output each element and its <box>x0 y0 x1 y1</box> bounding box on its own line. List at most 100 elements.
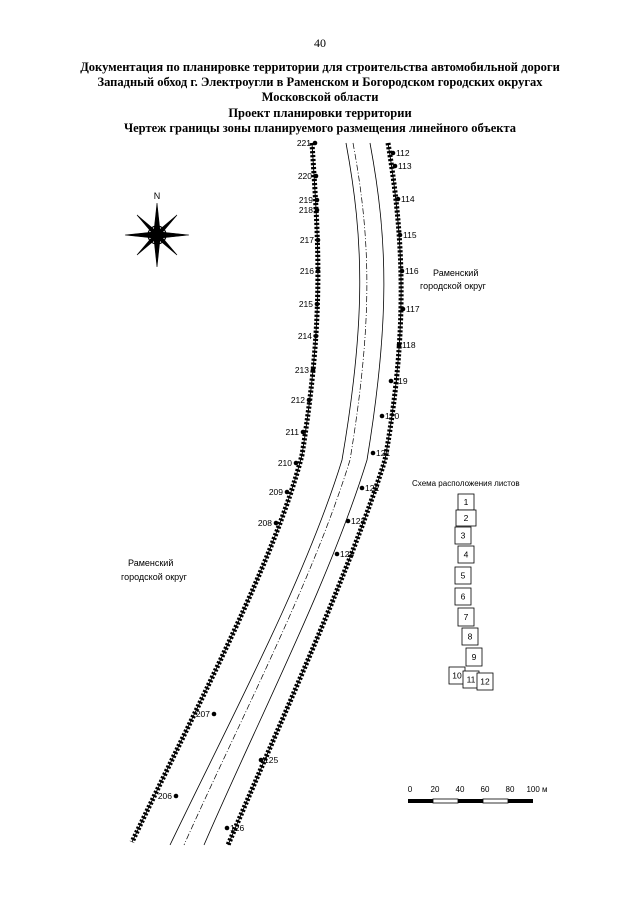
district-label-west-2: городской округ <box>121 572 188 582</box>
sheet-label-5: 5 <box>461 571 466 581</box>
boundary-point-marker <box>273 520 279 526</box>
point-label-118: 118 <box>402 340 416 350</box>
point-label-213: 213 <box>295 365 309 375</box>
right-boundary-line <box>225 142 404 846</box>
point-label-125: 125 <box>264 755 278 765</box>
left-boundary-line-core <box>131 142 319 843</box>
sheet-label-3: 3 <box>461 531 466 541</box>
boundary-point-marker <box>396 342 402 348</box>
boundary-point-marker <box>312 140 318 146</box>
district-label-east-1: Раменский <box>433 268 478 278</box>
sheet-box-5 <box>454 566 472 585</box>
boundary-point-marker <box>314 301 320 307</box>
boundary-point-marker <box>310 367 316 373</box>
boundary-point-marker <box>313 173 319 179</box>
boundary-point-marker <box>390 150 396 156</box>
left-boundary-line <box>129 142 321 844</box>
point-label-115: 115 <box>403 230 417 240</box>
road-line-2 <box>183 142 368 846</box>
point-label-207: 207 <box>196 709 210 719</box>
point-label-126: 126 <box>230 823 244 833</box>
boundary-point-marker <box>314 207 320 213</box>
point-label-121: 121 <box>376 448 390 458</box>
compass-rose-icon: N <box>124 191 190 268</box>
scale-label-20: 20 <box>431 785 440 794</box>
sheet-label-4: 4 <box>464 550 469 560</box>
boundary-point-marker <box>258 757 264 763</box>
point-label-215: 215 <box>299 299 313 309</box>
point-label-221: 221 <box>297 138 311 148</box>
sheet-label-6: 6 <box>461 592 466 602</box>
sheet-box-2 <box>455 509 477 527</box>
point-label-123: 123 <box>351 516 365 526</box>
point-label-112: 112 <box>396 148 410 158</box>
sheet-label-9: 9 <box>472 652 477 662</box>
boundary-point-marker <box>334 551 340 557</box>
boundary-point-marker <box>379 413 385 419</box>
right-boundary-line-core <box>227 142 402 846</box>
point-label-209: 209 <box>269 487 283 497</box>
point-label-119: 119 <box>394 376 408 386</box>
sheet-label-2: 2 <box>464 513 469 523</box>
sheet-box-9 <box>465 647 483 667</box>
boundary-point-marker <box>211 711 217 717</box>
point-label-113: 113 <box>398 161 412 171</box>
point-label-219: 219 <box>299 195 313 205</box>
point-label-220: 220 <box>298 171 312 181</box>
boundary-point-marker <box>370 450 376 456</box>
sheet-label-11: 11 <box>467 675 476 685</box>
point-label-122: 122 <box>365 483 379 493</box>
boundary-point-marker <box>173 793 179 799</box>
boundary-point-marker <box>397 232 403 238</box>
point-label-216: 216 <box>300 266 314 276</box>
point-label-214: 214 <box>298 331 312 341</box>
sheet-scheme-title: Схема расположения листов <box>412 479 520 488</box>
right-point-labels: 1121131141151161171181191201211221231241… <box>224 148 420 833</box>
road-line-1 <box>169 142 361 846</box>
sheet-label-1: 1 <box>464 497 469 507</box>
title-line-3: Московской области <box>261 90 379 104</box>
title-line-1: Документация по планировке территории дл… <box>80 60 560 74</box>
point-label-210: 210 <box>278 458 292 468</box>
sheet-box-3 <box>454 526 472 545</box>
scale-bar: 0 20 40 60 80 100 м <box>408 785 548 804</box>
north-label: N <box>154 191 161 201</box>
scale-label-40: 40 <box>456 785 465 794</box>
boundary-point-marker <box>313 333 319 339</box>
point-label-212: 212 <box>291 395 305 405</box>
boundary-point-marker <box>400 306 406 312</box>
title-line-2: Западный обход г. Электроугли в Раменско… <box>97 75 543 89</box>
road-line-3 <box>203 142 385 846</box>
point-label-117: 117 <box>406 304 420 314</box>
boundary-point-marker <box>395 196 401 202</box>
point-label-124: 124 <box>340 549 354 559</box>
sheet-box-4 <box>457 545 475 564</box>
district-label-east-2: городской округ <box>420 281 487 291</box>
scale-label-80: 80 <box>506 785 515 794</box>
sheet-label-12: 12 <box>480 677 490 687</box>
point-label-208: 208 <box>258 518 272 528</box>
title-line-5: Чертеж границы зоны планируемого размеще… <box>123 121 517 135</box>
boundary-point-marker <box>399 268 405 274</box>
point-label-114: 114 <box>401 194 415 204</box>
point-label-206: 206 <box>158 791 172 801</box>
sheet-label-7: 7 <box>464 612 469 622</box>
boundary-point-marker <box>284 489 290 495</box>
sheet-label-8: 8 <box>468 632 473 642</box>
boundary-point-marker <box>388 378 394 384</box>
sheet-box-12 <box>476 672 494 691</box>
boundary-point-marker <box>293 460 299 466</box>
scale-label-100: 100 м <box>526 785 547 794</box>
boundary-point-marker <box>300 429 306 435</box>
scale-label-60: 60 <box>481 785 490 794</box>
boundary-point-marker <box>306 397 312 403</box>
sheet-box-8 <box>461 627 479 646</box>
point-label-120: 120 <box>385 411 399 421</box>
left-point-labels: 2212202192182172162152142132122112102092… <box>158 138 321 801</box>
point-label-218: 218 <box>299 205 313 215</box>
boundary-point-marker <box>315 268 321 274</box>
title-line-4: Проект планировки территории <box>228 106 412 120</box>
boundary-point-marker <box>314 197 320 203</box>
sheet-label-10: 10 <box>452 671 462 681</box>
